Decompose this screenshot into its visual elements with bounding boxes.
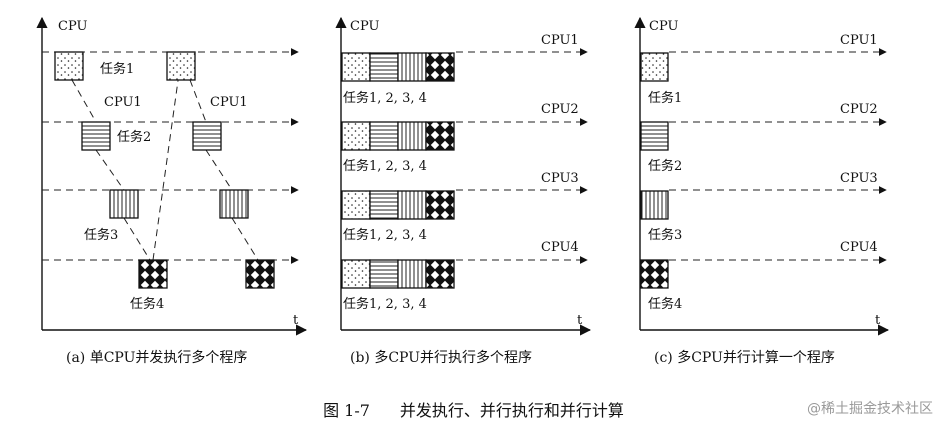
task-label: 任务2 <box>648 158 682 174</box>
task3-block <box>640 190 669 220</box>
task2-block <box>640 121 669 151</box>
task-label: 任务1 <box>100 61 134 77</box>
panel-c: CPU t CPU1 CPU2 CPU3 CPU4 任务1 任务2 任务3 任务… <box>634 16 890 366</box>
cpu-label: CPU2 <box>541 102 579 117</box>
task4-block <box>640 259 669 289</box>
task4-block-repeat <box>245 259 275 289</box>
task2-block <box>81 121 111 151</box>
task-label: 任务3 <box>84 227 118 243</box>
cpu-label: CPU4 <box>541 240 579 255</box>
panel-caption: (a) 单CPU并发执行多个程序 <box>66 349 247 366</box>
y-axis-label: CPU <box>649 19 678 34</box>
panel-b: CPU t CPU1 CP <box>335 16 592 366</box>
panel-caption: (c) 多CPU并行计算一个程序 <box>654 349 835 366</box>
x-axis-label: t <box>875 313 881 328</box>
cpu-label: CPU1 <box>104 95 142 110</box>
cpu-label: CPU1 <box>210 95 248 110</box>
task-switch-lines <box>71 51 259 261</box>
task-label: 任务1, 2, 3, 4 <box>343 158 427 174</box>
y-axis-label: CPU <box>350 19 379 34</box>
cpu3-task-strip <box>341 190 455 220</box>
task-label: 任务4 <box>130 296 164 312</box>
task-label: 任务1, 2, 3, 4 <box>343 90 427 106</box>
cpu-label: CPU3 <box>840 171 878 186</box>
cpu4-task-strip <box>341 259 455 289</box>
cpu1-task-strip <box>341 52 455 82</box>
task-label: 任务3 <box>648 227 682 243</box>
x-axis-label: t <box>293 313 299 328</box>
task-label: 任务1, 2, 3, 4 <box>343 227 427 243</box>
task4-block <box>138 259 168 289</box>
task3-block <box>109 189 139 219</box>
figure-number: 图 1-7 <box>323 401 370 420</box>
concurrency-figure: CPU t CPU1 CPU1 任务1 任务2 任务3 任务4 (a) 单C <box>36 16 890 366</box>
task-label: 任务4 <box>648 296 682 312</box>
cpu-label: CPU2 <box>840 102 878 117</box>
task1-block-repeat <box>166 51 196 81</box>
cpu-label: CPU1 <box>840 33 878 48</box>
figure-caption: 图 1-7 并发执行、并行执行和并行计算 <box>0 397 947 421</box>
cpu2-task-strip <box>341 121 455 151</box>
site-watermark: @稀土掘金技术社区 <box>807 401 933 417</box>
panel-a: CPU t CPU1 CPU1 任务1 任务2 任务3 任务4 (a) 单C <box>36 16 308 366</box>
y-axis-label: CPU <box>58 19 87 34</box>
task3-block-repeat <box>219 189 249 219</box>
cpu-label: CPU4 <box>840 240 878 255</box>
task1-block <box>54 51 84 81</box>
x-axis-label: t <box>577 313 583 328</box>
figure-title: 并发执行、并行执行和并行计算 <box>399 401 624 420</box>
task2-block-repeat <box>192 121 222 151</box>
task-label: 任务1 <box>648 90 682 106</box>
task-label: 任务2 <box>117 129 151 145</box>
cpu-label: CPU1 <box>541 33 579 48</box>
task-label: 任务1, 2, 3, 4 <box>343 296 427 312</box>
panel-caption: (b) 多CPU并行执行多个程序 <box>350 349 532 366</box>
task1-block <box>640 52 669 82</box>
cpu-label: CPU3 <box>541 171 579 186</box>
